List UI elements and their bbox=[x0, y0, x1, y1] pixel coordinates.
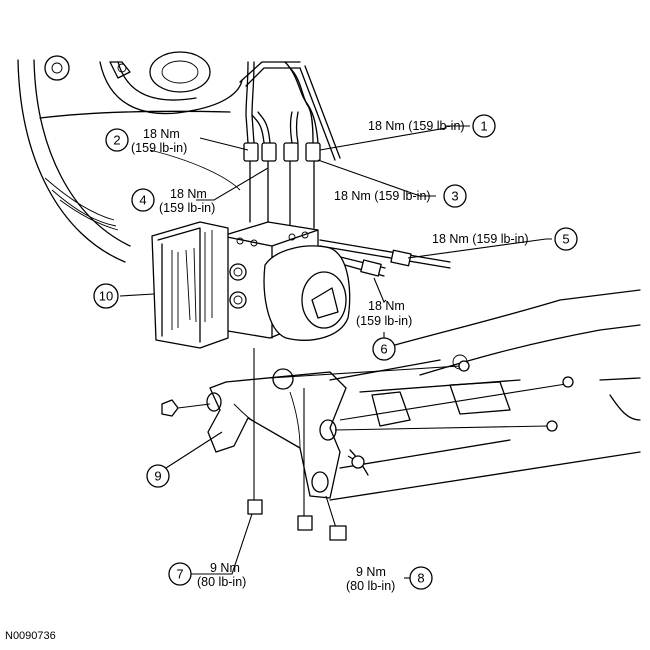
callout-1-torque: 18 Nm (159 lb-in) bbox=[368, 119, 465, 133]
callout-5-number: 5 bbox=[562, 232, 569, 247]
callout-2-number: 2 bbox=[113, 133, 120, 148]
callout-8-torque-line2: (80 lb-in) bbox=[346, 579, 395, 593]
callout-4-number: 4 bbox=[139, 193, 146, 208]
callout-7-number: 7 bbox=[176, 567, 183, 582]
pump-motor bbox=[263, 245, 351, 341]
callout-10-number: 10 bbox=[99, 289, 113, 304]
callout-7-torque-line1: 9 Nm bbox=[210, 561, 240, 575]
callout-9-number: 9 bbox=[154, 469, 161, 484]
brake-booster bbox=[17, 51, 243, 263]
callout-5-torque: 18 Nm (159 lb-in) bbox=[432, 232, 529, 246]
figure-id: N0090736 bbox=[5, 630, 56, 642]
side-brake-tubes bbox=[319, 239, 451, 277]
callout-2: 2 18 Nm (159 lb-in) bbox=[105, 127, 187, 155]
tube-nuts bbox=[243, 142, 321, 162]
callout-6-torque-line2: (159 lb-in) bbox=[356, 314, 412, 328]
callout-3-number: 3 bbox=[451, 189, 458, 204]
callout-2-torque-line2: (159 lb-in) bbox=[131, 141, 187, 155]
callout-1-number: 1 bbox=[480, 119, 487, 134]
callout-6: 18 Nm (159 lb-in) 6 bbox=[356, 299, 412, 361]
callout-4-torque-line2: (159 lb-in) bbox=[159, 201, 215, 215]
callout-3-torque: 18 Nm (159 lb-in) bbox=[334, 189, 431, 203]
callout-9: 9 bbox=[146, 464, 170, 488]
callout-8-number: 8 bbox=[417, 571, 424, 586]
callout-6-torque-line1: 18 Nm bbox=[368, 299, 405, 313]
fasteners bbox=[161, 348, 574, 541]
callout-1: 18 Nm (159 lb-in) 1 bbox=[368, 114, 496, 138]
callout-2-torque-line1: 18 Nm bbox=[143, 127, 180, 141]
callout-7-torque-line2: (80 lb-in) bbox=[197, 575, 246, 589]
callout-4-torque-line1: 18 Nm bbox=[170, 187, 207, 201]
callout-leaders bbox=[119, 125, 552, 579]
callout-5: 18 Nm (159 lb-in) 5 bbox=[432, 227, 578, 251]
callout-10: 10 bbox=[93, 283, 119, 309]
callout-7: 7 9 Nm (80 lb-in) bbox=[168, 561, 246, 589]
callout-6-number: 6 bbox=[380, 342, 387, 357]
mounting-bracket bbox=[206, 368, 347, 499]
callout-8-torque-line1: 9 Nm bbox=[356, 565, 386, 579]
frame-rail bbox=[329, 289, 641, 501]
callout-8: 9 Nm (80 lb-in) 8 bbox=[346, 565, 433, 593]
callout-3: 18 Nm (159 lb-in) 3 bbox=[334, 184, 467, 208]
brake-lines bbox=[239, 61, 341, 229]
callout-4: 4 18 Nm (159 lb-in) bbox=[131, 187, 215, 215]
electronic-control-module bbox=[151, 221, 229, 349]
